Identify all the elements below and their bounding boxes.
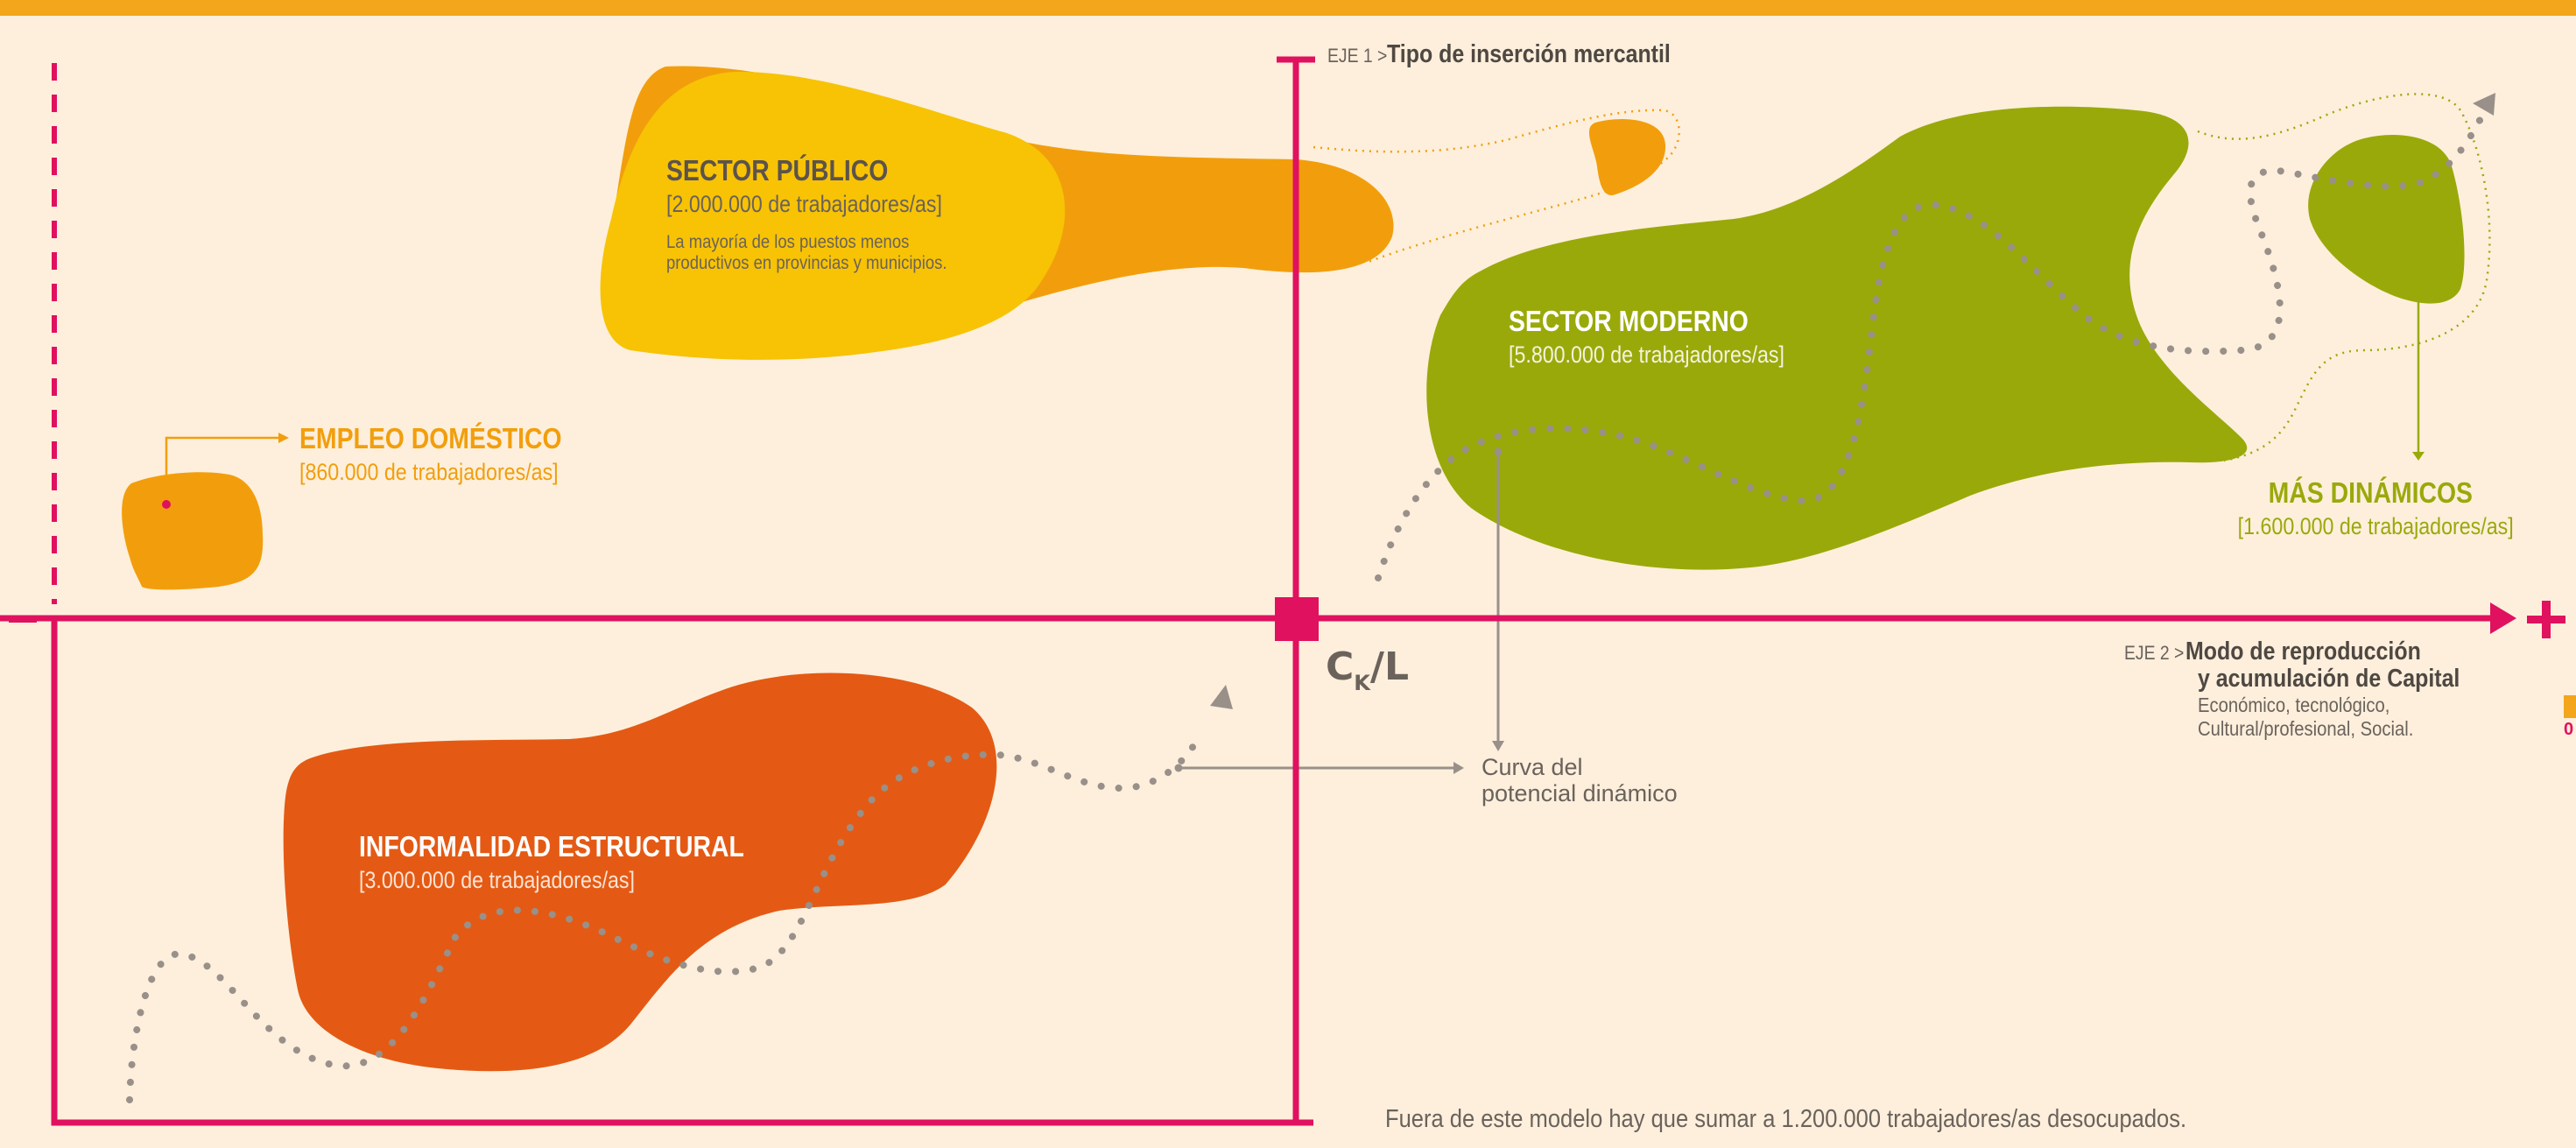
axis-minus-symbol xyxy=(9,616,37,623)
page-corner-marker xyxy=(2564,695,2576,718)
curva-pointer-dot-top xyxy=(1494,447,1503,456)
axis2-desc-line2: Cultural/profesional, Social. xyxy=(2198,717,2414,740)
axis2-title-line1: Modo de reproducción xyxy=(2185,637,2421,666)
sector-moderno-title: SECTOR MODERNO xyxy=(1509,305,1749,337)
curva-pointer-dot-left xyxy=(1174,764,1183,772)
curva-label: Curva del potencial dinámico xyxy=(1482,754,1678,806)
mas-dinamicos-dot xyxy=(2415,261,2422,268)
origin-label: CK/L xyxy=(1326,644,1409,695)
informalidad-blob xyxy=(283,673,997,1072)
empleo-domestico-dot xyxy=(162,500,171,509)
axis2-label: EJE 2 > Modo de reproducción y acumulaci… xyxy=(2124,637,2502,741)
footnote-text: Fuera de este modelo hay que sumar a 1.2… xyxy=(1385,1105,2187,1133)
axis-plus-symbol-v xyxy=(2542,601,2551,638)
page-corner-text: 0 xyxy=(2564,720,2574,739)
sector-publico-workers: [2.000.000 de trabajadores/as] xyxy=(666,191,943,217)
informalidad-title: INFORMALIDAD ESTRUCTURAL xyxy=(359,830,744,863)
empleo-domestico-workers: [860.000 de trabajadores/as] xyxy=(299,459,559,485)
curva-arrowhead-upper xyxy=(2473,93,2495,116)
lower-left-box xyxy=(51,618,1313,1126)
axis2-title-line2: y acumulación de Capital xyxy=(2198,665,2460,693)
mas-dinamicos-title: MÁS DINÁMICOS xyxy=(2268,476,2473,509)
mas-dinamicos-workers: [1.600.000 de trabajadores/as] xyxy=(2237,513,2514,539)
curva-potencial-dinamico xyxy=(126,732,1203,1103)
top-bar xyxy=(0,0,2576,16)
curva-potencial-dinamico-upper xyxy=(1375,110,2487,581)
curva-pointer-vertical-arrowhead xyxy=(1492,741,1504,751)
axis1-prefix: EJE 1 > xyxy=(1327,45,1388,67)
sector-moderno-label: SECTOR MODERNO [5.800.000 de trabajadore… xyxy=(1509,305,1829,369)
sector-moderno-blob xyxy=(1426,106,2248,570)
informalidad-label: INFORMALIDAD ESTRUCTURAL [3.000.000 de t… xyxy=(359,830,806,894)
axis1-title: Tipo de inserción mercantil xyxy=(1387,40,1671,68)
footnote: Fuera de este modelo hay que sumar a 1.2… xyxy=(1385,1105,2296,1134)
axis1-label: EJE 1 > Tipo de inserción mercantil xyxy=(1327,40,1717,69)
sector-moderno-workers: [5.800.000 de trabajadores/as] xyxy=(1509,342,1785,368)
empleo-domestico-title: EMPLEO DOMÉSTICO xyxy=(299,422,562,454)
sector-publico-title: SECTOR PÚBLICO xyxy=(666,154,889,187)
sector-publico-note-line1: La mayoría de los puestos menos xyxy=(666,232,910,252)
mas-dinamicos-dotted-outline xyxy=(2197,93,2491,462)
mas-dinamicos-arrowhead xyxy=(2412,452,2425,461)
curva-pointer-horizontal-arrowhead xyxy=(1453,762,1464,774)
sector-publico-blob-yellow xyxy=(600,71,1066,360)
origin-label-rest: /L xyxy=(1369,644,1410,689)
empleo-domestico-label: EMPLEO DOMÉSTICO [860.000 de trabajadore… xyxy=(299,422,604,486)
origin-label-c: C xyxy=(1326,644,1355,689)
curva-arrowhead-lower xyxy=(1210,685,1233,709)
axis-origin-square xyxy=(1275,597,1319,641)
empleo-domestico-arrowhead xyxy=(278,433,289,443)
empleo-domestico-connector xyxy=(165,436,278,503)
curva-label-line1: Curva del xyxy=(1482,754,1583,780)
sector-publico-note-line2: productivos en provincias y municipios. xyxy=(666,253,947,273)
empleo-domestico-blob xyxy=(122,472,264,590)
curva-label-line2: potencial dinámico xyxy=(1482,780,1678,806)
origin-label-sub: K xyxy=(1354,671,1370,695)
sector-publico-label: SECTOR PÚBLICO [2.000.000 de trabajadore… xyxy=(666,154,987,274)
mas-dinamicos-blob xyxy=(2308,134,2465,304)
mas-dinamicos-label: MÁS DINÁMICOS [1.600.000 de trabajadores… xyxy=(2199,476,2514,540)
axis2-prefix: EJE 2 > xyxy=(2124,642,2185,664)
axis2-desc-line1: Económico, tecnológico, xyxy=(2198,694,2390,716)
sector-publico-small-blob xyxy=(1588,119,1666,196)
axis2-arrowhead xyxy=(2490,602,2516,634)
informalidad-workers: [3.000.000 de trabajadores/as] xyxy=(359,867,636,893)
